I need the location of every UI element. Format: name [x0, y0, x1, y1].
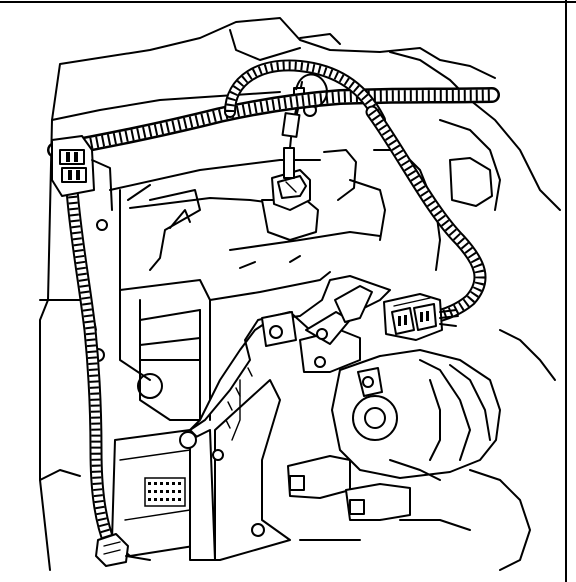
- lower-connector: [95, 533, 151, 567]
- engine-block-outline: [39, 17, 561, 571]
- left-connector: [51, 135, 113, 211]
- alternator: [287, 349, 501, 521]
- upper-wiring-harness: [47, 59, 500, 325]
- sensor: [261, 147, 319, 241]
- left-wiring-harness: [65, 183, 117, 552]
- harness-connector: [383, 293, 459, 341]
- mounting-bracket: [179, 275, 391, 561]
